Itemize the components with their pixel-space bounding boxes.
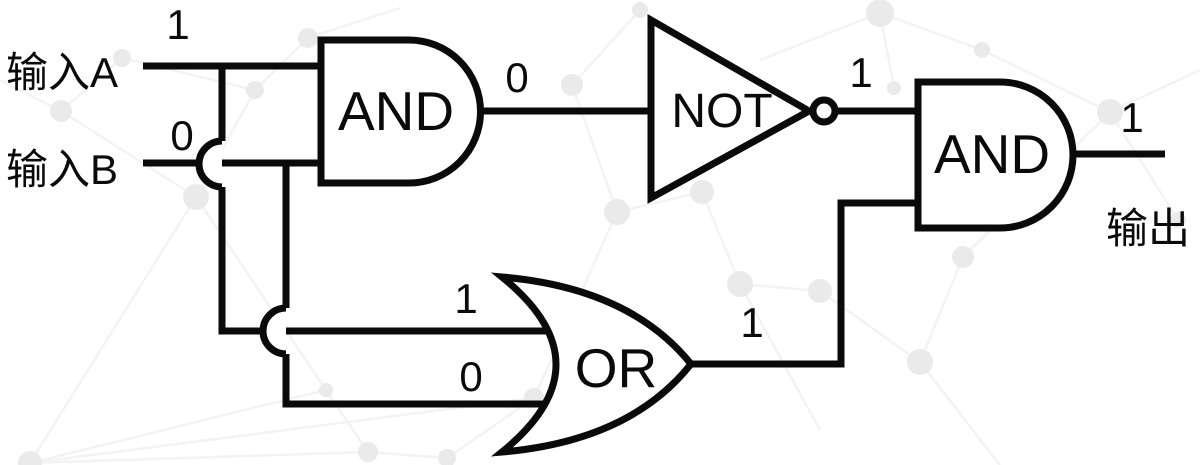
wire-branch-b-to-or (282, 354, 556, 408)
or-input-bottom-value: 0 (459, 353, 482, 400)
wire-branch-a-to-or (218, 187, 556, 335)
not-gate-bubble (809, 96, 839, 126)
or-gate-label: OR (575, 337, 658, 399)
and2-gate-shape (914, 78, 1077, 232)
input-b-value: 0 (170, 112, 193, 159)
and1-gate-shape (317, 36, 484, 187)
not-gate-shape (647, 13, 817, 204)
output-label: 输出 (1106, 205, 1190, 252)
or-gate-shape (490, 272, 696, 457)
network-dots (18, 0, 1186, 465)
and1-output-value: 0 (505, 54, 528, 101)
input-a-label: 输入A (6, 49, 118, 96)
wire-hop-over-branch-a (259, 304, 287, 358)
or-output-value: 1 (740, 299, 763, 346)
wires (143, 62, 1165, 408)
input-a-value: 1 (166, 1, 189, 48)
and2-gate-label: AND (934, 123, 1050, 185)
wire-or-to-and2 (691, 199, 922, 368)
final-output-value: 1 (1120, 94, 1143, 141)
input-b-label: 输入B (6, 146, 118, 193)
wire-hop-over-input-b (195, 137, 223, 191)
or-input-top-value: 1 (454, 275, 477, 322)
gates (317, 13, 1077, 457)
not-output-value: 1 (849, 49, 872, 96)
not-gate-label: NOT (671, 85, 772, 138)
and1-gate-label: AND (338, 80, 454, 142)
labels: 输入A 输入B 1 0 AND 0 NOT 1 1 0 OR 1 AND 1 输… (6, 1, 1190, 400)
